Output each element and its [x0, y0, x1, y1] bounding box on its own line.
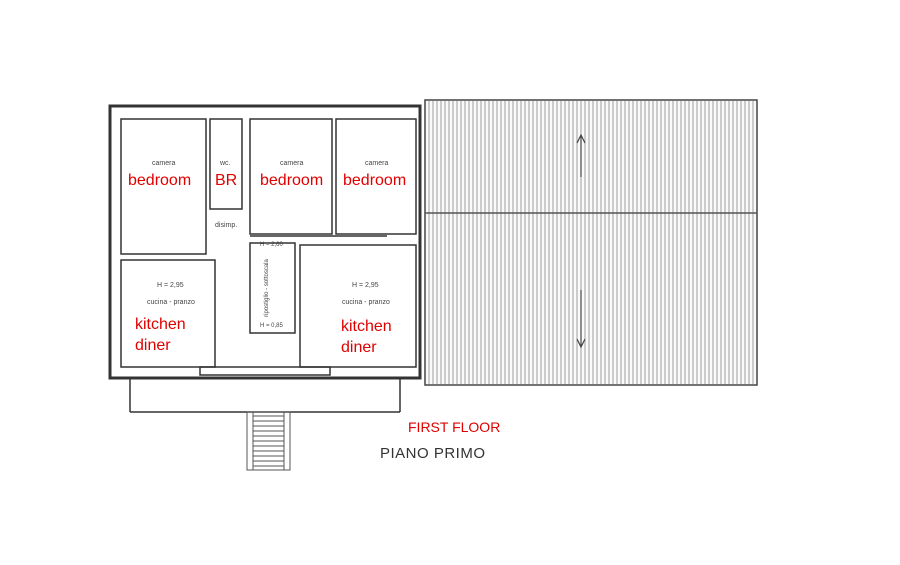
room-orig-label: camera [365, 160, 389, 167]
stairs [246, 411, 291, 471]
room-orig-label: camera [152, 160, 176, 167]
room-label-bedroom: bedroom [343, 172, 407, 189]
room-label-bedroom: bedroom [128, 172, 192, 189]
room-height: H = 2,95 [352, 282, 379, 289]
storage-label: ripostiglio - sottoscala [263, 259, 270, 317]
room-label-bathroom: BR [215, 172, 238, 189]
room-orig-label: camera [280, 160, 304, 167]
walls [108, 104, 422, 413]
room-height: H = 2,95 [157, 282, 184, 289]
room-orig-label: wc. [220, 160, 231, 167]
room-orig-label: cucina - pranzo [342, 299, 390, 306]
hall-label: disimp. [215, 222, 238, 229]
room-label-kitchen: kitchen diner [135, 316, 186, 354]
storage-height-bottom: H = 0,85 [260, 323, 283, 329]
roof-terrace [424, 99, 758, 386]
storage-height-top: H = 2,60 [260, 242, 283, 248]
plan-title-translation: FIRST FLOOR [408, 419, 501, 435]
plan-title: PIANO PRIMO [380, 445, 486, 462]
room-label-bedroom: bedroom [260, 172, 324, 189]
room-label-kitchen: kitchen diner [341, 318, 392, 356]
room-orig-label: cucina - pranzo [147, 299, 195, 306]
